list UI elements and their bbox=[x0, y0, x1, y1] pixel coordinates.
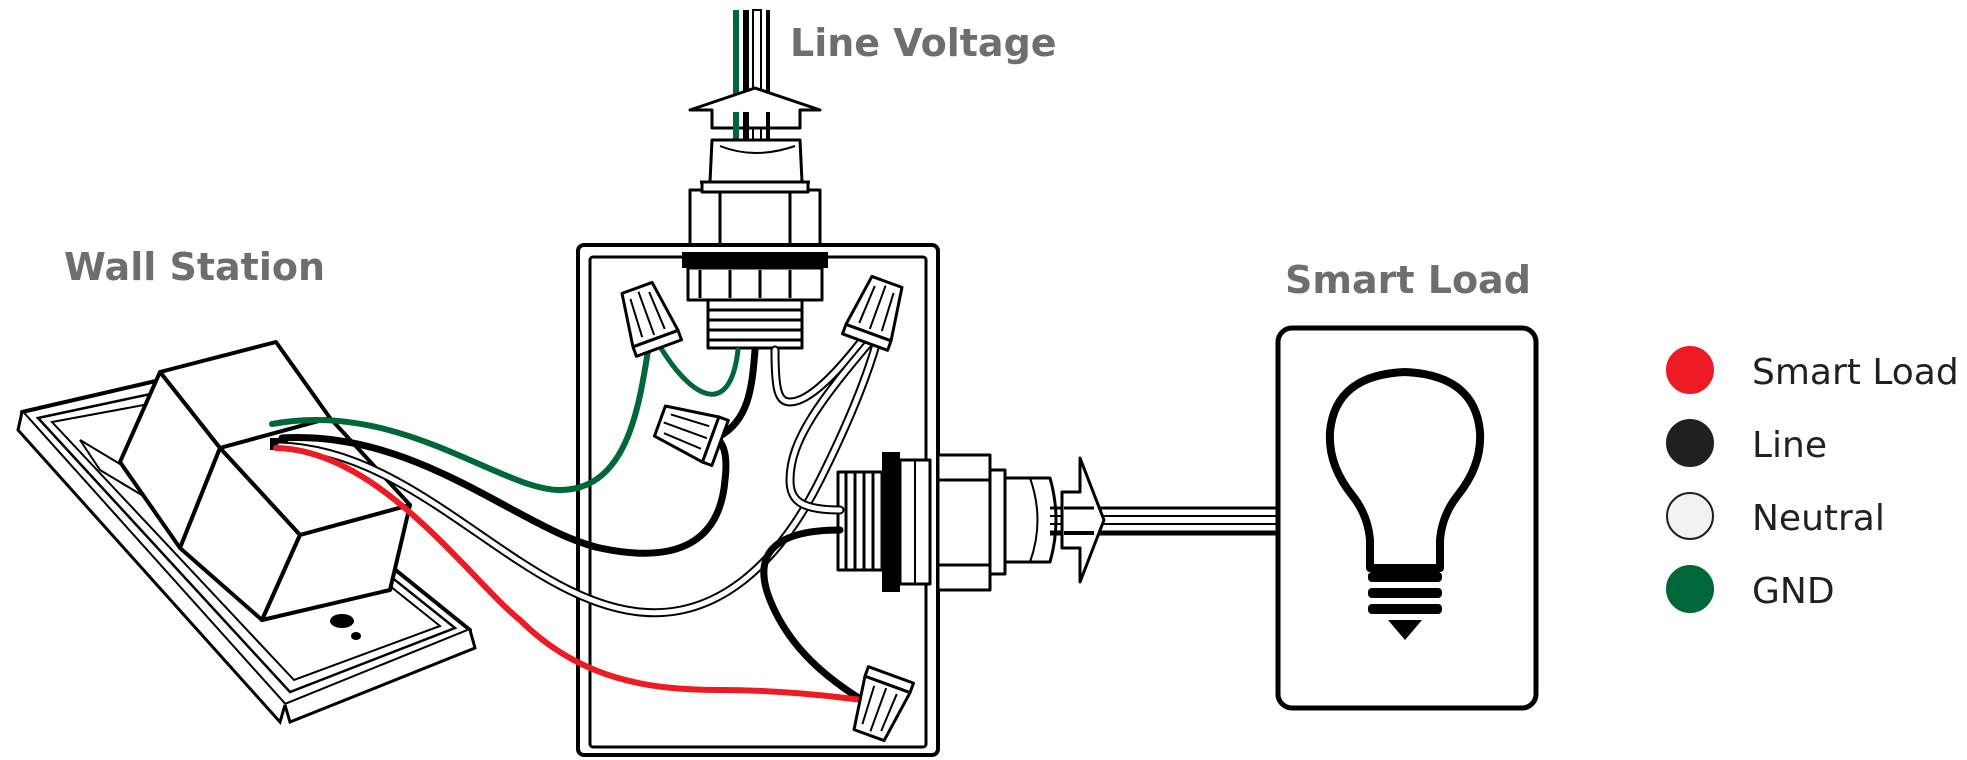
legend-label-gnd: GND bbox=[1752, 571, 1835, 612]
legend-item-smart-load: Smart Load bbox=[1666, 346, 1959, 394]
line-voltage-direction-arrow bbox=[688, 86, 822, 130]
wire-nut-line bbox=[652, 404, 730, 467]
wire-nut-ground bbox=[620, 280, 683, 358]
light-bulb-icon bbox=[1325, 368, 1485, 640]
smart-load-label: Smart Load bbox=[1285, 258, 1531, 302]
line-wire-load bbox=[760, 526, 866, 704]
right-conduit-fitting bbox=[936, 453, 1058, 592]
side-internal-connector bbox=[836, 452, 932, 592]
legend-item-gnd: GND bbox=[1666, 565, 1835, 613]
legend: Smart Load Line Neutral GND bbox=[1666, 346, 1959, 613]
legend-label-line: Line bbox=[1752, 425, 1827, 466]
legend-swatch-smart-load bbox=[1666, 346, 1714, 394]
top-conduit-fitting bbox=[688, 138, 822, 250]
legend-item-line: Line bbox=[1666, 419, 1827, 467]
legend-label-neutral: Neutral bbox=[1752, 498, 1885, 539]
smart-load-wire-wall bbox=[273, 445, 865, 703]
line-voltage-label: Line Voltage bbox=[790, 21, 1057, 65]
line-wire-feed bbox=[716, 346, 759, 440]
wires bbox=[269, 325, 885, 704]
legend-swatch-neutral bbox=[1666, 492, 1714, 540]
wire-nut-smart-load bbox=[852, 665, 915, 743]
ground-wire-wall bbox=[269, 335, 653, 494]
legend-swatch-gnd bbox=[1666, 565, 1714, 613]
legend-label-smart-load: Smart Load bbox=[1752, 352, 1959, 393]
wall-station-device bbox=[16, 340, 477, 726]
smart-load-direction-arrow bbox=[1060, 456, 1106, 584]
top-internal-connector bbox=[682, 252, 828, 350]
wall-station-label: Wall Station bbox=[64, 245, 325, 289]
line-wire-wall bbox=[278, 432, 730, 557]
wire-nut-neutral bbox=[841, 274, 904, 352]
ground-wire-feed bbox=[652, 335, 741, 397]
legend-item-neutral: Neutral bbox=[1666, 492, 1885, 540]
legend-swatch-line bbox=[1666, 419, 1714, 467]
